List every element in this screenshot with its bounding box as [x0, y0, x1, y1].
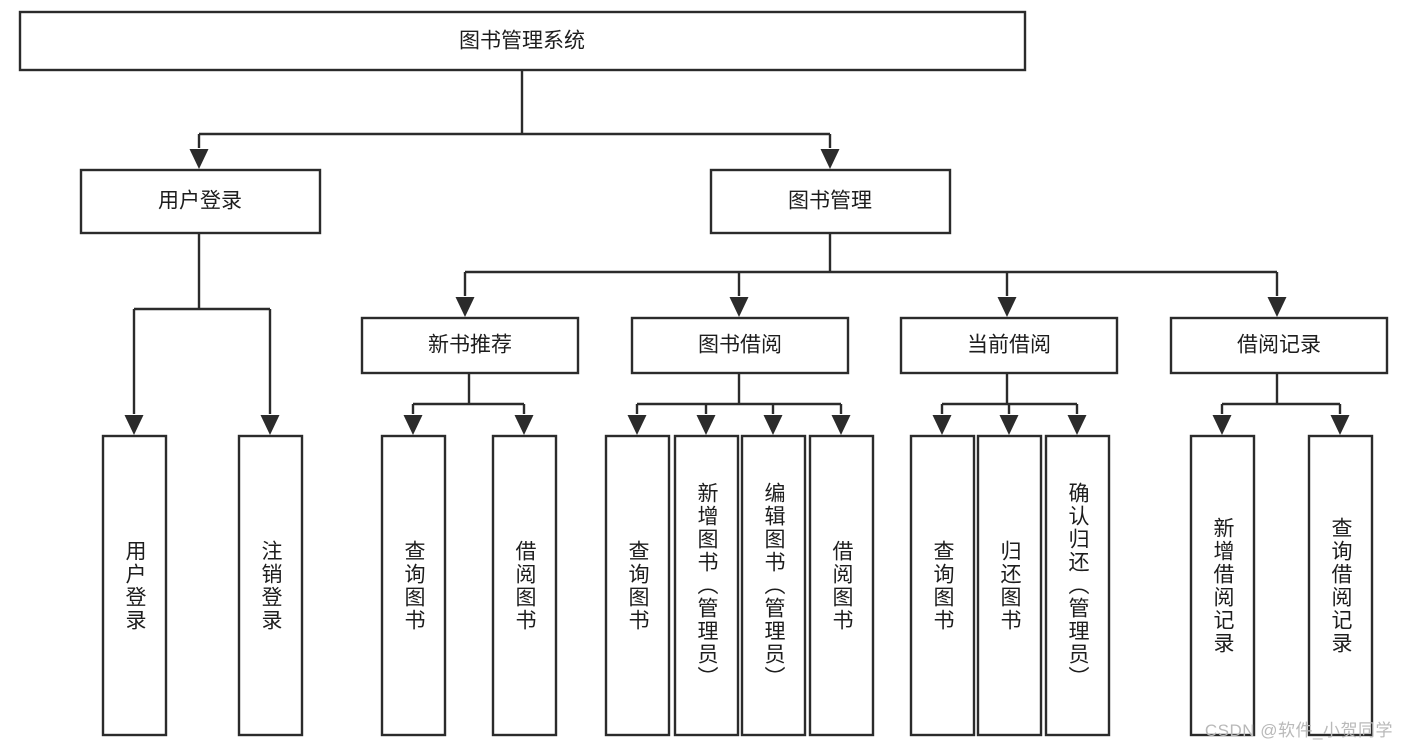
node-leaf-query-book-2-label: 查询图书 [626, 539, 649, 632]
node-leaf-confirm-return-label: 确认归还（管理员） [1066, 482, 1089, 689]
node-current-borrow-label: 当前借阅 [967, 334, 1051, 357]
connector-root-to-level2 [189, 70, 840, 169]
node-leaf-user-login-label: 用户登录 [123, 539, 146, 632]
node-leaf-borrow-book-2[interactable] [808, 434, 875, 737]
node-leaf-return-book-label: 归还图书 [998, 539, 1021, 632]
connector-userlogin-to-leaves [124, 233, 280, 435]
node-leaf-query-record-label: 查询借阅记录 [1329, 516, 1352, 655]
node-leaf-borrow-book-2-label: 借阅图书 [830, 539, 853, 632]
node-leaf-confirm-return[interactable] [1044, 434, 1111, 737]
node-current-borrow[interactable]: 当前借阅 [899, 316, 1119, 375]
node-borrow-record[interactable]: 借阅记录 [1169, 316, 1389, 375]
node-user-login-label: 用户登录 [158, 190, 242, 213]
node-leaf-edit-book-label: 编辑图书（管理员） [762, 482, 785, 689]
node-leaf-query-record[interactable] [1307, 434, 1374, 737]
connector-bookborrow-to-leaves [627, 373, 851, 435]
node-leaf-add-record[interactable] [1189, 434, 1256, 737]
node-new-book-recommend-label: 新书推荐 [428, 334, 512, 357]
node-leaf-borrow-book-1[interactable] [491, 434, 558, 737]
node-new-book-recommend[interactable]: 新书推荐 [360, 316, 580, 375]
node-book-manage-label: 图书管理 [788, 190, 872, 213]
connector-currentborrow-to-leaves [932, 373, 1087, 435]
connector-borrowrecord-to-leaves [1212, 373, 1350, 435]
node-leaf-borrow-book-1-label: 借阅图书 [513, 539, 536, 632]
node-leaf-query-book-1[interactable] [380, 434, 447, 737]
node-borrow-record-label: 借阅记录 [1237, 334, 1321, 357]
node-book-borrow-label: 图书借阅 [698, 334, 782, 357]
node-leaf-query-book-3[interactable] [909, 434, 976, 737]
node-leaf-add-record-label: 新增借阅记录 [1211, 516, 1234, 655]
csdn-watermark: CSDN @软件_小贺同学 [1204, 721, 1393, 740]
node-leaf-user-login[interactable] [101, 434, 168, 737]
connector-newbook-to-leaves [403, 373, 534, 435]
node-user-login[interactable]: 用户登录 [79, 168, 322, 235]
node-book-manage[interactable]: 图书管理 [709, 168, 952, 235]
node-root[interactable]: 图书管理系统 [18, 10, 1027, 72]
connector-bookmanage-to-level3 [455, 233, 1287, 317]
node-leaf-add-book[interactable] [673, 434, 740, 737]
node-leaf-add-book-label: 新增图书（管理员） [695, 482, 718, 689]
node-leaf-edit-book[interactable] [740, 434, 807, 737]
node-root-label: 图书管理系统 [459, 30, 585, 53]
node-leaf-return-book[interactable] [976, 434, 1043, 737]
node-leaf-user-logout[interactable] [237, 434, 304, 737]
node-leaf-query-book-2[interactable] [604, 434, 671, 737]
node-leaf-query-book-1-label: 查询图书 [402, 539, 425, 632]
node-leaf-user-logout-label: 注销登录 [259, 539, 282, 632]
node-leaf-query-book-3-label: 查询图书 [931, 539, 954, 632]
node-book-borrow[interactable]: 图书借阅 [630, 316, 850, 375]
